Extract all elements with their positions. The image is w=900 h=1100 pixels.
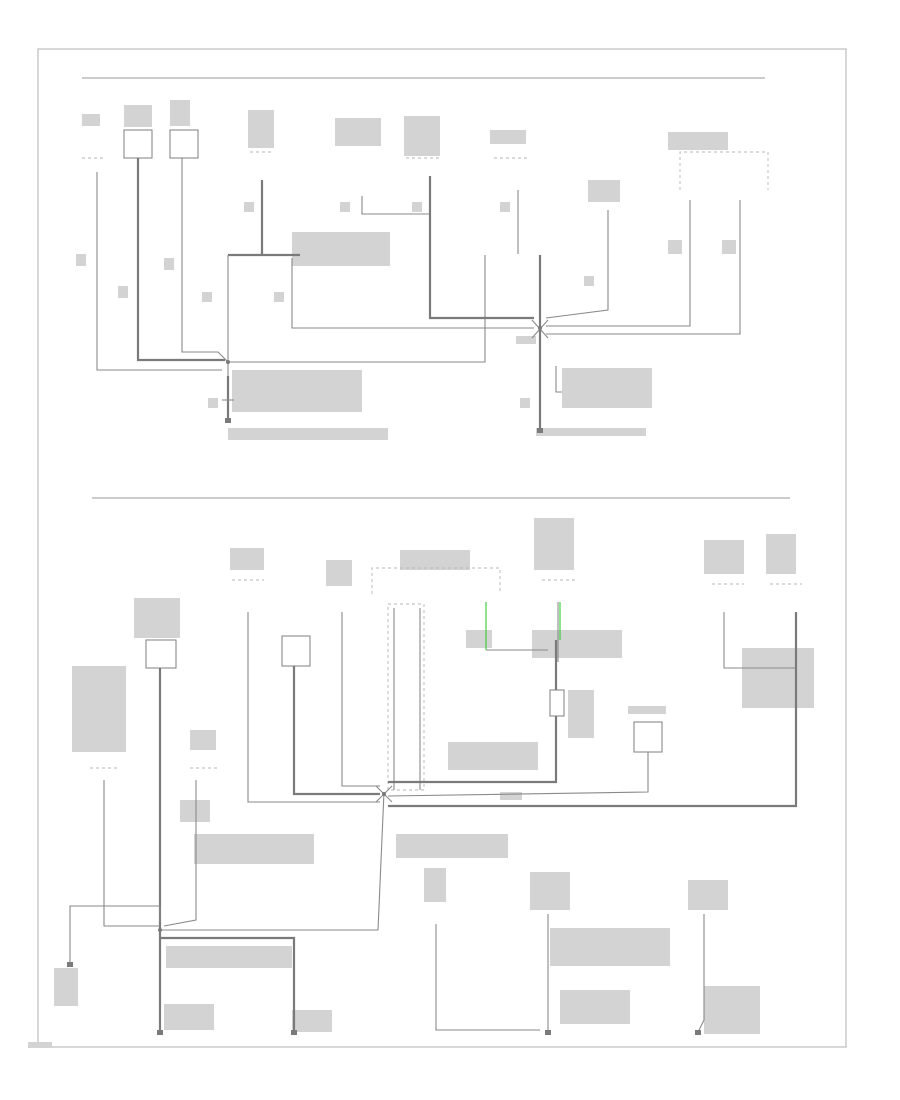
top-wire-o: [546, 200, 691, 327]
top-wire-n: [545, 210, 609, 319]
bottom-wire-k: [160, 791, 385, 931]
bottom-wire-q: [160, 936, 296, 1032]
bottom-splice-center: [382, 792, 386, 796]
bottom-ground-3: [545, 1030, 551, 1035]
top-switch-2: [169, 129, 199, 159]
bottom-lamp: [633, 721, 663, 753]
bottom-wire-n: [103, 780, 160, 927]
top-module-outline: [679, 151, 769, 190]
bottom-ground-4: [695, 1030, 701, 1035]
bottom-wire-o: [163, 780, 197, 927]
top-wire-a: [96, 172, 222, 371]
top-wire-b: [136, 158, 225, 362]
bottom-diode: [549, 689, 565, 717]
bottom-wire-a: [247, 612, 380, 803]
bottom-ground-1: [157, 1030, 163, 1035]
top-wire-p: [546, 200, 741, 335]
top-wire-r: [555, 366, 562, 393]
bottom-section: [28, 497, 814, 1048]
top-section: [76, 77, 769, 440]
top-switch-1: [123, 129, 153, 159]
bottom-wire-j: [388, 612, 798, 808]
top-wire-d: [228, 180, 300, 257]
bottom-wire-i: [723, 612, 796, 669]
top-ground-left: [225, 418, 231, 423]
bottom-wire-f: [388, 640, 558, 784]
top-ground-right: [537, 428, 543, 433]
bottom-wire-b: [292, 666, 380, 796]
top-splice-right: [538, 326, 542, 330]
caption-placeholders-top: [76, 100, 736, 440]
bottom-wire-r: [435, 924, 540, 1031]
bottom-ground-5: [67, 962, 73, 967]
top-wire-c: [181, 158, 229, 363]
top-splice-left: [226, 360, 230, 364]
top-wire-i: [291, 258, 534, 329]
bottom-wire-p: [69, 905, 161, 964]
bottom-splice-left: [158, 928, 162, 932]
top-wire-k: [428, 176, 534, 320]
bottom-module-outline: [371, 567, 501, 594]
bottom-relay: [281, 635, 311, 667]
bottom-wire-h: [387, 752, 649, 797]
bottom-wire-c: [341, 612, 380, 787]
diagram-border: [37, 48, 847, 1048]
top-wire-j: [361, 196, 430, 215]
bottom-wire-t: [697, 914, 705, 1033]
top-wire-h: [228, 255, 486, 363]
bottom-sensor-left: [145, 639, 177, 669]
bottom-splice-pack: [387, 603, 425, 791]
bottom-ground-2: [291, 1030, 297, 1035]
